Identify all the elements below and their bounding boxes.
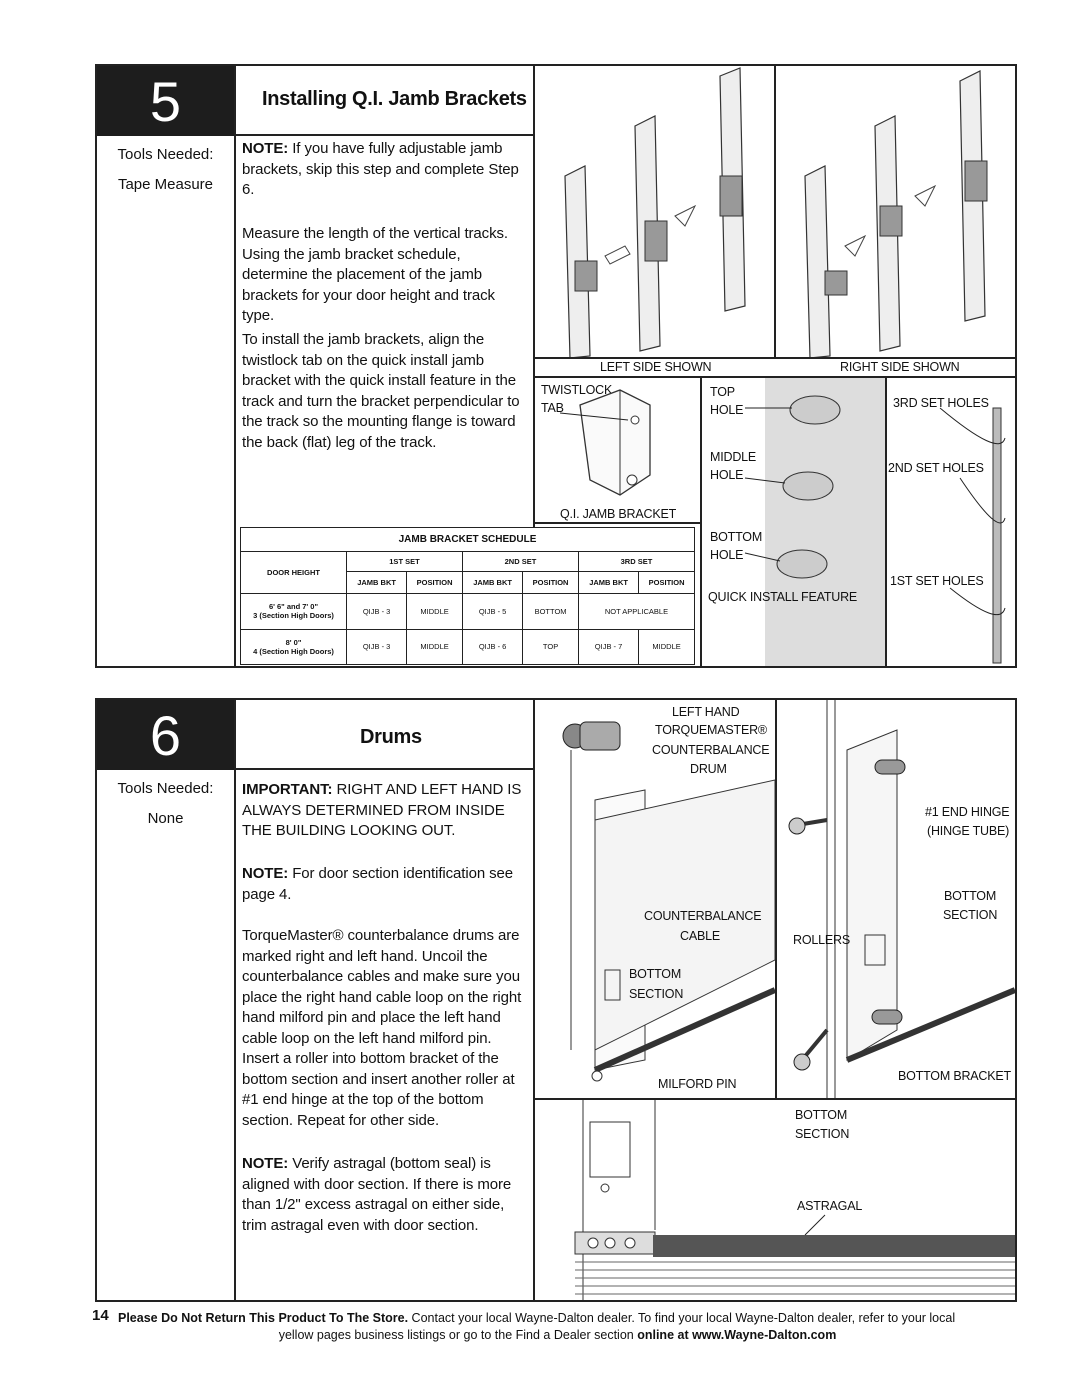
twistlock-label: TWISTLOCK [541,383,613,397]
section2-label: SECTION [943,908,998,922]
qi-bracket-label: Q.I. JAMB BRACKET [560,507,677,521]
tools-value: Tape Measure [117,176,214,193]
right-side-label: RIGHT SIDE SHOWN [840,360,960,374]
top-hole-label: HOLE [710,403,744,417]
cb-cable2-label: CABLE [680,929,720,943]
set1-label: 1ST SET HOLES [890,574,984,588]
step5-tools: Tools Needed: Tape Measure [97,140,234,200]
holes-icon [744,378,1006,668]
drum-illustration [562,721,775,1082]
bottom3-label: BOTTOM [795,1108,848,1122]
footer-line1: Please Do Not Return This Product To The… [118,1311,956,1325]
bottom-label: BOTTOM [629,967,682,981]
step6-panel [95,698,1017,1302]
step5-panel [95,64,1017,668]
step5-number: 5 [97,66,234,136]
track-shading [765,378,885,666]
astragal-label: ASTRAGAL [797,1199,863,1213]
step6-para: TorqueMaster® counterbalance drums are m… [242,927,522,1129]
step6-title: Drums [360,726,422,748]
step6-tools: Tools Needed: None [97,774,234,834]
section3-label: SECTION [795,1127,850,1141]
left-side-label: LEFT SIDE SHOWN [600,360,712,374]
step5-para2: To install the jamb brackets, align the … [242,331,520,451]
footer-line2: yellow pages business listings or go to … [278,1328,837,1342]
counterbalance-label: COUNTERBALANCE [652,743,770,757]
bottom-hole-label: HOLE [710,548,744,562]
middle-label: MIDDLE [710,450,757,464]
tools-label: Tools Needed: [117,146,214,163]
step6-number: 6 [97,700,234,770]
step6-important: IMPORTANT: RIGHT AND LEFT HAND IS ALWAYS… [242,781,522,839]
cb-cable1-label: COUNTERBALANCE [644,909,762,923]
tools-value: None [147,810,184,827]
hinge-tube-label: (HINGE TUBE) [927,824,1010,838]
torquemaster-label: TORQUEMASTER® [655,723,767,737]
set2-label: 2ND SET HOLES [888,461,984,475]
page-number: 14 [92,1307,109,1324]
quick-install-label: QUICK INSTALL FEATURE [708,590,858,604]
astragal-illustration [574,1100,1015,1300]
end-hinge-label: #1 END HINGE [925,805,1010,819]
drum-label: DRUM [690,762,727,776]
set3-label: 3RD SET HOLES [893,396,989,410]
top-label: TOP [710,385,735,399]
middle-hole-label: HOLE [710,468,744,482]
bottom-label: BOTTOM [710,530,763,544]
tools-label: Tools Needed: [117,780,214,797]
rollers-label: ROLLERS [793,933,850,947]
step5-para1: Measure the length of the vertical track… [242,225,508,324]
step5-title: Installing Q.I. Jamb Brackets [262,88,527,110]
section-label: SECTION [629,987,684,1001]
jamb-bracket-schedule: JAMB BRACKET SCHEDULE DOOR HEIGHT 1ST SE… [240,527,696,665]
milford-label: MILFORD PIN [658,1077,737,1091]
bottom-bracket-label: BOTTOM BRACKET [898,1069,1011,1083]
step6-note2: NOTE: Verify astragal (bottom seal) is a… [242,1155,512,1234]
bottom2-label: BOTTOM [944,889,997,903]
step6-note1: NOTE: For door section identification se… [242,865,514,903]
jamb-bracket-icon [560,389,651,496]
roller-illustration [788,700,1015,1098]
tab-label: TAB [541,401,564,415]
left-hand-label: LEFT HAND [672,705,740,719]
track-illustration [564,66,988,358]
step5-note: NOTE: If you have fully adjustable jamb … [242,140,519,198]
